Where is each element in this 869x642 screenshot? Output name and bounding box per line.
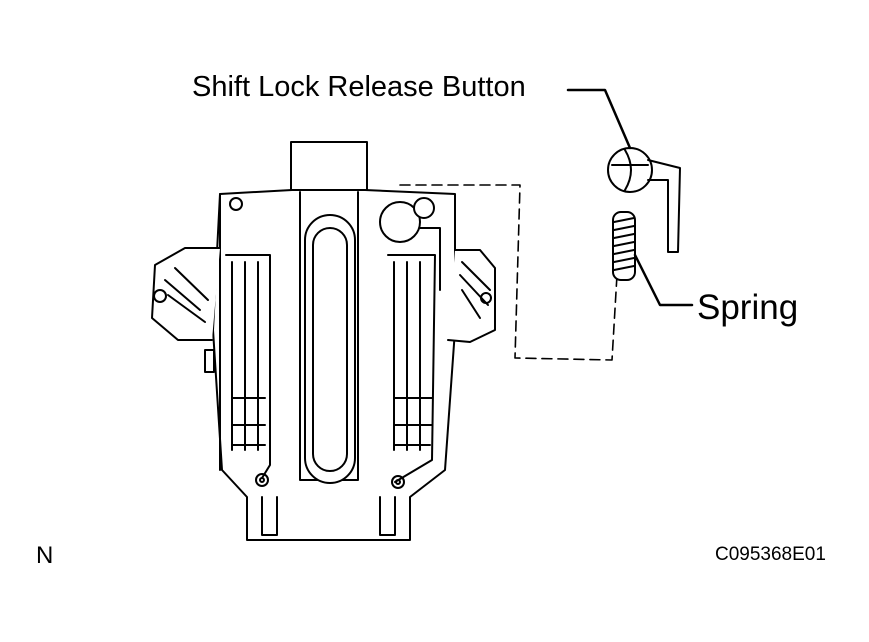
button-leader-line — [566, 88, 632, 150]
shift-lock-release-button-label: Shift Lock Release Button — [192, 71, 526, 103]
spring-leader-line — [633, 253, 694, 307]
figure-code: C095368E01 — [715, 544, 826, 565]
view-marker: N — [36, 542, 54, 569]
spring-part — [612, 211, 636, 281]
assembly-guide-line — [399, 184, 618, 361]
shifter-housing — [151, 141, 496, 541]
spring-label: Spring — [697, 288, 799, 327]
shift-lock-release-button-part — [607, 147, 681, 253]
